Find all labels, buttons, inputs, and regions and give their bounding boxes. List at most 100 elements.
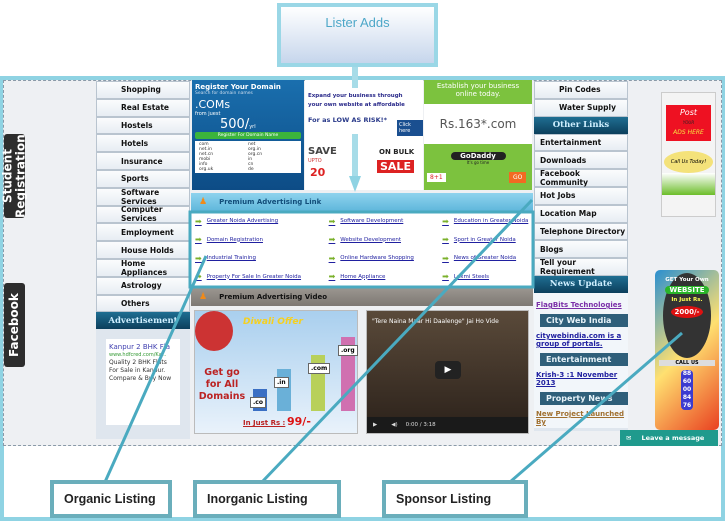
inorganic-listing-label: Inorganic Listing <box>193 480 341 518</box>
left-menu-item[interactable]: Hotels <box>96 134 190 153</box>
news-link[interactable]: Krish-3 :1 November 2013 <box>536 370 618 387</box>
call-us-label: CALL US <box>659 360 715 366</box>
premium-link[interactable]: Property For Sale In Greater Noida <box>195 268 329 286</box>
domain-ad-com: .COMs <box>195 98 231 111</box>
premium-link[interactable]: Domain Registration <box>195 231 329 249</box>
other-link-item[interactable]: Location Map <box>534 204 628 223</box>
diwali-price-label: In Just Rs : <box>243 419 286 427</box>
other-link-item[interactable]: Downloads <box>534 151 628 170</box>
godaddy-logo: GoDaddy <box>450 152 506 160</box>
website-price: 2000/- <box>671 306 703 318</box>
youtube-video-player[interactable]: "Tere Naina Maar Hi Daalenge" Jai Ho Vid… <box>366 310 529 434</box>
upto-label: UPTO <box>308 158 322 164</box>
premium-link[interactable]: Software Development <box>329 212 443 230</box>
news-category: City Web India <box>540 313 628 327</box>
domain-ad-sub: Search for domain names <box>195 91 253 96</box>
text-ad-title[interactable]: Kanpur 2 BHK Fla <box>109 343 170 352</box>
premium-link[interactable]: Online Hardware Shopping <box>329 249 443 267</box>
right-menu-item[interactable]: Water Supply <box>534 98 628 117</box>
godaddy-head: Establish your business online today. <box>436 82 520 98</box>
tld-checkbox[interactable]: in <box>248 157 253 162</box>
tld-bar-label: .in <box>274 377 289 388</box>
left-menu-item[interactable]: Astrology <box>96 276 190 295</box>
left-menu-item[interactable]: Software Services <box>96 188 190 206</box>
left-menu-item[interactable]: Insurance <box>96 152 190 170</box>
tld-checkbox[interactable]: net.cn <box>199 152 214 157</box>
godaddy-tag: It's go time <box>466 160 490 165</box>
domain-ad-from: from juest <box>195 111 221 117</box>
tld-checklist: com net net.in org.in net.cn org.cn mobi in info… <box>195 141 301 173</box>
sale-label: SALE <box>377 160 414 173</box>
website-ad[interactable]: Expand your business through your own we… <box>305 80 423 190</box>
tld-checkbox[interactable]: com <box>199 142 209 147</box>
premium-link[interactable]: Home Appliance <box>329 268 443 286</box>
play-icon[interactable]: ▶ <box>435 361 461 379</box>
tld-checkbox[interactable]: org.uk <box>199 167 214 172</box>
left-menu-item[interactable]: Real Estate <box>96 98 190 117</box>
news-link[interactable]: citywebindia.com is a group of portals. <box>536 331 622 348</box>
text-ad-url: www.hdfcred.com/Ka... <box>109 352 167 359</box>
other-link-item[interactable]: Tell your Requirement <box>534 258 628 276</box>
sponsor-listing-label: Sponsor Listing <box>382 480 528 518</box>
premium-link[interactable]: Education in Greater Noida <box>442 212 529 230</box>
tld-checkbox[interactable]: de <box>248 167 254 172</box>
website-ad-line1: Expand your business through <box>308 93 403 99</box>
premium-link[interactable]: News of Greater Noida <box>442 249 529 267</box>
other-link-item[interactable]: Blogs <box>534 240 628 259</box>
other-link-item[interactable]: Hot Jobs <box>534 186 628 205</box>
premium-link[interactable]: Sport in Greater Noida <box>442 231 529 249</box>
left-menu-item[interactable]: Home Appliances <box>96 259 190 277</box>
website-ad-line3: For as LOW AS RISK!* <box>308 116 387 124</box>
tld-checkbox[interactable]: net <box>248 142 256 147</box>
premium-link[interactable]: Industrial Training <box>195 249 329 267</box>
tld-checkbox[interactable]: mobi <box>199 157 211 162</box>
godaddy-ad[interactable]: Establish your business online today. Rs… <box>424 80 532 190</box>
other-link-item[interactable]: Entertainment <box>534 133 628 152</box>
tld-checkbox[interactable]: org.cn <box>248 152 263 157</box>
tld-bar-label: .org <box>338 345 358 356</box>
left-menu-item[interactable]: Shopping <box>96 81 190 99</box>
left-menu-item[interactable]: Others <box>96 294 190 313</box>
lister-adds-connector-lower <box>352 134 358 176</box>
tld-checkbox[interactable]: org.in <box>248 147 261 152</box>
video-time: 0:00 / 3:18 <box>405 422 436 428</box>
website-offer-ad[interactable]: GET Your Own WEBSITE In Just Rs. 2000/- … <box>655 270 719 430</box>
premium-link-title: Premium Advertising Link <box>219 198 322 206</box>
premium-link[interactable]: Greater Noida Advertising <box>195 212 329 230</box>
other-link-item[interactable]: Facebook Community <box>534 169 628 187</box>
news-link[interactable]: New Project Launched By <box>536 409 625 426</box>
bulk-label: ON BULK <box>379 148 415 156</box>
diya-icon <box>195 311 233 351</box>
news-link[interactable]: FlagBits Technologies <box>536 300 622 309</box>
tld-checkbox[interactable]: info <box>199 162 208 167</box>
leave-message-chat[interactable]: ✉Leave a message <box>620 430 718 446</box>
click-here-button[interactable]: Click here <box>397 120 423 136</box>
lister-adds-connector <box>352 66 358 88</box>
tld-checkbox[interactable]: net.in <box>199 147 212 152</box>
right-menu-item[interactable]: Pin Codes <box>534 81 628 99</box>
volume-icon[interactable]: ◀) <box>391 422 398 428</box>
premium-link[interactable]: Website Development <box>329 231 443 249</box>
domain-ad-unit: yrl <box>249 124 256 130</box>
left-menu-item[interactable]: Computer Services <box>96 205 190 223</box>
domain-ad[interactable]: Register Your Domain Search for domain n… <box>192 80 304 190</box>
left-menu-item[interactable]: Hostels <box>96 116 190 135</box>
google-plus-button[interactable]: 8+1 <box>427 173 446 182</box>
godaddy-go-button[interactable]: GO <box>509 172 527 183</box>
mail-icon: ✉ <box>626 434 632 442</box>
play-small-icon[interactable]: ▶ <box>373 422 378 428</box>
mic-icon: ♟ <box>199 197 208 207</box>
premium-link[interactable]: Laxmi Steels <box>442 268 529 286</box>
diwali-offer-ad[interactable]: Diwali Offer Get go for All Domains .co.… <box>194 310 358 434</box>
organic-listing-label: Organic Listing <box>50 480 172 518</box>
left-menu-item[interactable]: Sports <box>96 169 190 188</box>
sponsor-connector <box>509 331 683 484</box>
tld-checkbox[interactable]: cn <box>248 162 254 167</box>
diwali-price: 99/- <box>287 415 311 428</box>
register-domain-button[interactable]: Register For Domain Name <box>195 132 301 139</box>
